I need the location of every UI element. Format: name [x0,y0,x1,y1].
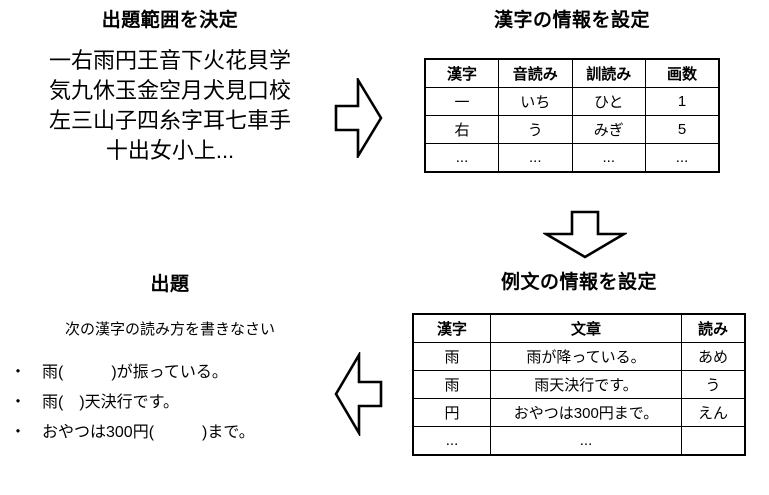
cell-strokes: 5 [645,115,720,144]
table-header-row: 漢字 音読み 訓読み 画数 [424,58,720,88]
cell-kunyomi: ... [571,143,646,173]
table-row: 一 いち ひと 1 [424,87,720,116]
table-row: 円 おやつは300円まで。 えん [412,398,746,427]
table-row: 雨 雨天決行です。 う [412,370,746,399]
arrow-right-icon [334,75,384,163]
table-row: ... ... ... ... [424,143,720,173]
quiz-question-item: ・ 雨( )天決行です。 [10,394,180,411]
cell-onyomi: ... [498,143,573,173]
cell-reading [681,426,746,456]
cell-sentence: ... [490,426,682,456]
kanji-info-section-title: 漢字の情報を設定 [493,10,650,31]
kanji-info-table: 漢字 音読み 訓読み 画数 一 いち ひと 1 右 う みぎ 5 ... ...… [424,58,720,173]
cell-kanji: 一 [424,87,499,116]
cell-kanji: ... [412,426,491,456]
arrow-down-icon [541,210,629,265]
column-header-reading: 読み [681,313,746,343]
column-header-kanji: 漢字 [412,313,491,343]
cell-reading: う [681,370,746,399]
cell-reading: あめ [681,342,746,371]
cell-kanji: ... [424,143,499,173]
column-header-onyomi: 音読み [498,58,573,88]
kanji-range-list: 一右雨円王音下火花貝学 気九休玉金空月犬見口校 左三山子四糸字耳七車手 十出女小… [10,46,330,166]
cell-kunyomi: ひと [571,87,646,116]
sentence-info-table: 漢字 文章 読み 雨 雨が降っている。 あめ 雨 雨天決行です。 う 円 おやつ… [412,313,746,456]
table-row: 右 う みぎ 5 [424,115,720,144]
scope-section-title: 出題範囲を決定 [101,10,239,31]
quiz-question-item: ・ おやつは300円( )まで。 [10,424,255,441]
column-header-kanji: 漢字 [424,58,499,88]
quiz-question-list: ・ 雨( )が振っている。 ・ 雨( )天決行です。 ・ おやつは300円( )… [10,358,320,448]
quiz-question-item: ・ 雨( )が振っている。 [10,364,228,381]
cell-strokes: 1 [645,87,720,116]
cell-sentence: 雨が降っている。 [490,342,682,371]
column-header-kunyomi: 訓読み [571,58,646,88]
quiz-section-title: 出題 [150,274,190,295]
cell-onyomi: いち [498,87,573,116]
kanji-range-line: 一右雨円王音下火花貝学 [48,48,291,73]
cell-sentence: 雨天決行です。 [490,370,682,399]
table-row: ... ... [412,426,746,456]
arrow-left-icon [333,350,383,441]
cell-reading: えん [681,398,746,427]
kanji-range-line: 左三山子四糸字耳七車手 [48,108,291,133]
cell-strokes: ... [645,143,720,173]
cell-kanji: 雨 [412,342,491,371]
cell-kanji: 雨 [412,370,491,399]
cell-kanji: 円 [412,398,491,427]
column-header-strokes: 画数 [645,58,720,88]
column-header-sentence: 文章 [490,313,682,343]
cell-onyomi: う [498,115,573,144]
sentence-info-section-title: 例文の情報を設定 [500,272,657,293]
cell-sentence: おやつは300円まで。 [490,398,682,427]
cell-kunyomi: みぎ [571,115,646,144]
kanji-range-line: 気九休玉金空月犬見口校 [48,78,291,103]
table-header-row: 漢字 文章 読み [412,313,746,343]
cell-kanji: 右 [424,115,499,144]
kanji-range-line: 十出女小上... [105,138,235,163]
quiz-instruction-text: 次の漢字の読み方を書きなさい [64,321,275,338]
table-row: 雨 雨が降っている。 あめ [412,342,746,371]
